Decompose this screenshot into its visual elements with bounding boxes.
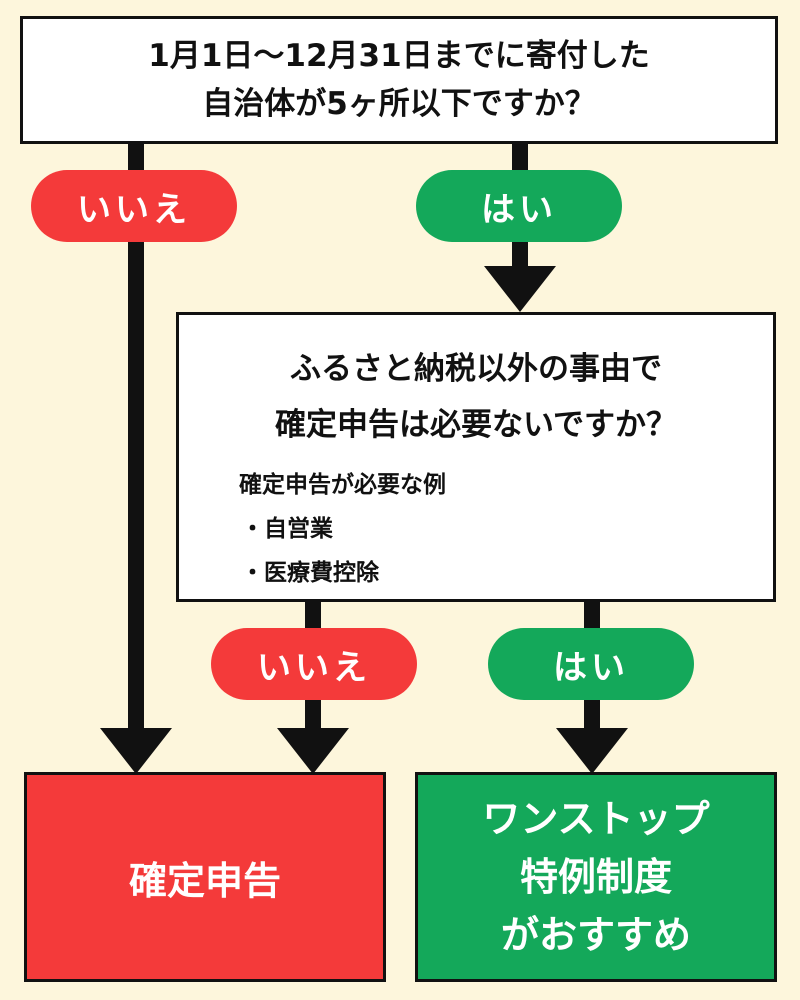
left-connector-line <box>128 144 144 744</box>
question-2-title: ふるさと納税以外の事由で 確定申告は必要ないですか？ <box>179 341 773 453</box>
result-onestop-line3: がおすすめ <box>500 913 691 957</box>
q2-yes-arrowhead <box>556 728 628 774</box>
left-arrowhead <box>100 728 172 774</box>
q2-no-arrowhead <box>277 728 349 774</box>
result-onestop-line1: ワンストップ <box>482 797 710 841</box>
question-1-line2: 自治体が5ヶ所以下ですか？ <box>202 86 596 122</box>
result-onestop-box: ワンストップ 特例制度 がおすすめ <box>415 772 777 982</box>
example-item: ・医療費控除 <box>241 560 379 586</box>
examples-list: 確定申告が必要な例 ・自営業 ・医療費控除 <box>239 463 446 595</box>
question-1-line1: 1月1日〜12月31日までに寄付した <box>148 38 650 74</box>
result-onestop-line2: 特例制度 <box>519 855 672 899</box>
examples-heading: 確定申告が必要な例 <box>239 472 446 498</box>
result-tax-return-text: 確定申告 <box>128 858 281 903</box>
q2-no-label: いいえ <box>211 628 417 700</box>
q1-no-label: いいえ <box>31 170 237 242</box>
question-2-line2: 確定申告は必要ないですか？ <box>274 407 678 443</box>
example-item: ・自営業 <box>241 516 333 542</box>
question-1-box: 1月1日〜12月31日までに寄付した 自治体が5ヶ所以下ですか？ <box>20 16 778 144</box>
question-2-line1: ふるさと納税以外の事由で <box>290 351 662 387</box>
question-2-box: ふるさと納税以外の事由で 確定申告は必要ないですか？ 確定申告が必要な例 ・自営… <box>176 312 776 602</box>
q1-yes-label: はい <box>416 170 622 242</box>
q2-yes-label: はい <box>488 628 694 700</box>
q1-yes-arrowhead <box>484 266 556 312</box>
result-tax-return-box: 確定申告 <box>24 772 386 982</box>
